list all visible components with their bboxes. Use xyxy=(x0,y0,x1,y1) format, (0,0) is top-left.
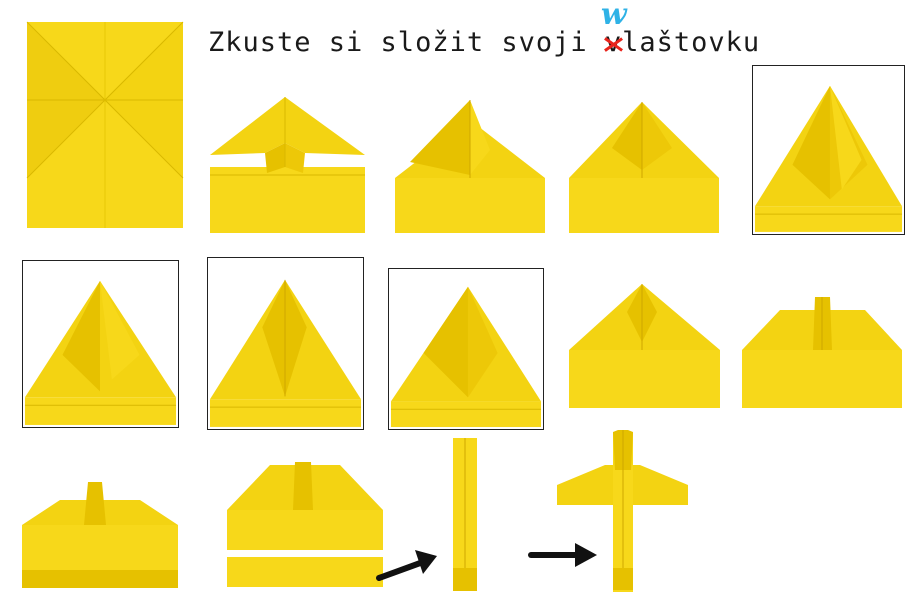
step-14-finished-plane xyxy=(555,430,690,595)
step-10-flat-top xyxy=(740,295,905,410)
step-9-shoulders xyxy=(567,282,722,410)
arrow-to-step-13 xyxy=(375,548,440,584)
correction-letter: w xyxy=(601,0,628,32)
step-3-peak-fold-left xyxy=(390,100,550,235)
step-2-peak-open xyxy=(205,95,370,235)
step-12-split-strip xyxy=(225,460,385,592)
step-5-tall-peak xyxy=(752,65,905,235)
title-text-before: Zkuste si složit svoji xyxy=(208,27,605,58)
arrow-to-step-14 xyxy=(527,540,599,570)
step-1-flat-sheet xyxy=(25,20,185,230)
title-text-after: laštovku xyxy=(622,27,760,58)
step-8-side-fold-left xyxy=(388,268,544,430)
step-11-base-strip xyxy=(20,480,180,590)
step-7-center-fold xyxy=(207,257,364,430)
step-4-peak-closed xyxy=(567,100,722,235)
step-13-folded-body xyxy=(450,438,480,593)
step-6-side-fold-right xyxy=(22,260,179,428)
